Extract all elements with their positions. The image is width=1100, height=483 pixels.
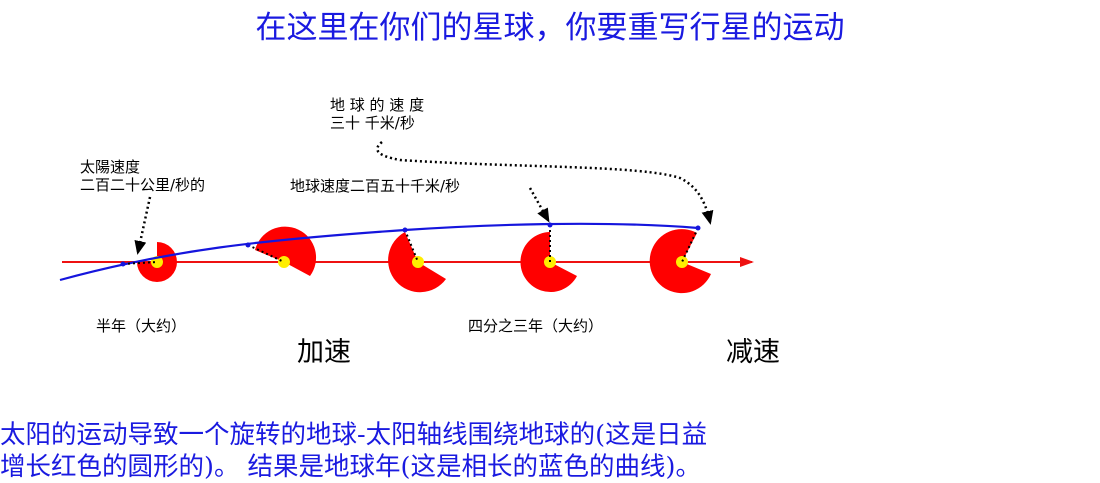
decelerate-label: 减速: [726, 337, 780, 368]
sun-dot-3: [412, 256, 424, 268]
sun-dot-2: [278, 256, 290, 268]
caption-line-1: 太阳的运动导致一个旋转的地球-太阳轴线围绕地球的(这是日益: [0, 420, 708, 450]
sun-speed-callout-arrow: [134, 196, 152, 255]
half-year-label: 半年（大约）: [96, 317, 187, 335]
sun-rotation-sectors: [137, 226, 711, 294]
accelerate-label: 加速: [297, 337, 351, 368]
sector-2: [255, 226, 317, 276]
earth-sun-speed-callout-arrow: [528, 187, 550, 223]
sun-dot-5: [676, 256, 688, 268]
earth-sun-speed-label: 地球速度二百五十千米/秒: [290, 177, 461, 195]
page-title: 在这里在你们的星球，你要重写行星的运动: [255, 10, 845, 46]
caption-line-2: 增长红色的圆形的)。 结果是地球年(这是相长的蓝色的曲线)。: [0, 452, 701, 482]
three-quarter-year-label: 四分之三年（大约）: [468, 317, 604, 335]
earth-positions: [120, 222, 701, 267]
sun-speed-label: 太陽速度 二百二十公里/秒的: [80, 158, 206, 194]
earth-speed-label: 地 球 的 速 度 三十 千米/秒: [330, 96, 425, 132]
earth-speed-callout-arrow: [376, 141, 714, 225]
earth-sun-axes: [122, 225, 699, 265]
